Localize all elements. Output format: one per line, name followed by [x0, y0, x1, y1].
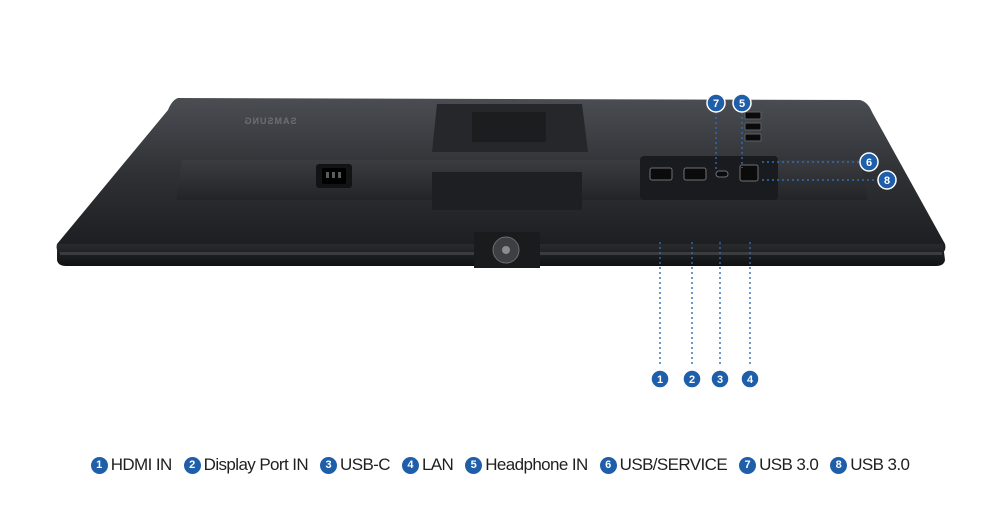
- port-legend: 1 HDMI IN 2 Display Port IN 3 USB-C 4 LA…: [0, 455, 1000, 475]
- svg-text:SAMSUNG: SAMSUNG: [243, 116, 296, 126]
- legend-label: Display Port IN: [203, 455, 309, 474]
- legend-label: USB 3.0: [759, 455, 819, 474]
- legend-number-badge: 1: [90, 456, 108, 474]
- power-socket: [316, 164, 352, 188]
- svg-text:2: 2: [689, 374, 695, 386]
- legend-item-hdmi-in: 1 HDMI IN: [90, 455, 173, 475]
- legend-label: LAN: [421, 455, 454, 474]
- legend-number-badge: 6: [599, 456, 617, 474]
- legend-item-usb-3-0-a: 7 USB 3.0: [739, 455, 819, 475]
- brand-logo: SAMSUNG: [243, 116, 296, 126]
- callout-6: 6: [859, 152, 879, 172]
- callout-leader-lines: [659, 112, 880, 366]
- legend-label: Headphone IN: [485, 455, 588, 474]
- callout-1: 1: [650, 369, 670, 389]
- legend-label: HDMI IN: [110, 455, 173, 474]
- legend-number-badge: 5: [465, 456, 483, 474]
- svg-text:4: 4: [747, 374, 754, 386]
- svg-text:6: 6: [866, 157, 872, 169]
- port-hdmi: [649, 167, 673, 181]
- port-lan: [739, 164, 759, 182]
- callout-8: 8: [877, 170, 897, 190]
- legend-number-badge: 3: [320, 456, 338, 474]
- legend-number-badge: 7: [739, 456, 757, 474]
- stand-mount-recess: [432, 104, 588, 152]
- callout-7: 7: [706, 93, 726, 113]
- joystick-button: [474, 232, 540, 268]
- svg-text:3: 3: [717, 374, 723, 386]
- legend-label: USB/SERVICE: [619, 455, 728, 474]
- svg-text:7: 7: [713, 98, 719, 110]
- callout-4: 4: [740, 369, 760, 389]
- svg-text:1: 1: [657, 374, 663, 386]
- svg-text:8: 8: [884, 175, 890, 187]
- port-usb-c: [715, 170, 729, 178]
- legend-label: USB 3.0: [850, 455, 910, 474]
- legend-item-usb-c: 3 USB-C: [320, 455, 391, 475]
- legend-item-lan: 4 LAN: [401, 455, 454, 475]
- legend-item-usb-3-0-b: 8 USB 3.0: [830, 455, 910, 475]
- callout-2: 2: [682, 369, 702, 389]
- legend-item-display-port-in: 2 Display Port IN: [183, 455, 309, 475]
- port-displayport: [683, 167, 707, 181]
- port-usb-stack: [744, 111, 762, 142]
- callout-3: 3: [710, 369, 730, 389]
- svg-text:5: 5: [739, 98, 745, 110]
- legend-label: USB-C: [340, 455, 391, 474]
- callout-5: 5: [732, 93, 752, 113]
- legend-number-badge: 8: [830, 456, 848, 474]
- legend-number-badge: 4: [401, 456, 419, 474]
- legend-number-badge: 2: [183, 456, 201, 474]
- legend-item-headphone-in: 5 Headphone IN: [465, 455, 588, 475]
- legend-item-usb-service: 6 USB/SERVICE: [599, 455, 728, 475]
